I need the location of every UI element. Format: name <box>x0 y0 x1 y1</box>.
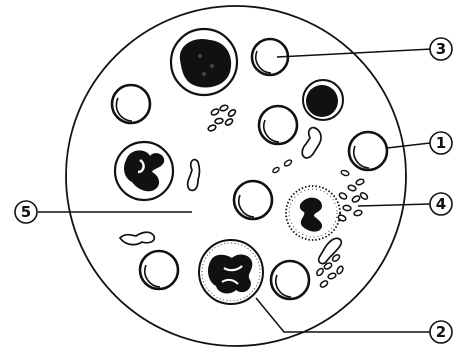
callout-2: 2 <box>430 321 452 343</box>
red-blood-cell <box>234 181 272 219</box>
callout-3: 3 <box>430 38 452 60</box>
callout-3-label: 3 <box>436 40 446 58</box>
callout-2-label: 2 <box>436 323 446 341</box>
red-blood-cell <box>271 261 309 299</box>
leukocyte-small-dark <box>303 80 343 120</box>
callout-1-label: 1 <box>436 134 446 152</box>
red-blood-cell <box>140 251 178 289</box>
callout-4-label: 4 <box>436 195 446 213</box>
red-blood-cell <box>112 85 150 123</box>
leukocyte-granular <box>286 186 340 240</box>
callout-4: 4 <box>430 193 452 215</box>
callout-5: 5 <box>15 201 37 223</box>
callout-1: 1 <box>430 132 452 154</box>
leukocyte-bottom <box>199 240 263 304</box>
red-blood-cell <box>259 106 297 144</box>
red-blood-cell <box>349 132 387 170</box>
leukocyte-top <box>171 29 237 95</box>
leukocyte-left <box>115 142 173 200</box>
callout-5-label: 5 <box>21 203 31 221</box>
